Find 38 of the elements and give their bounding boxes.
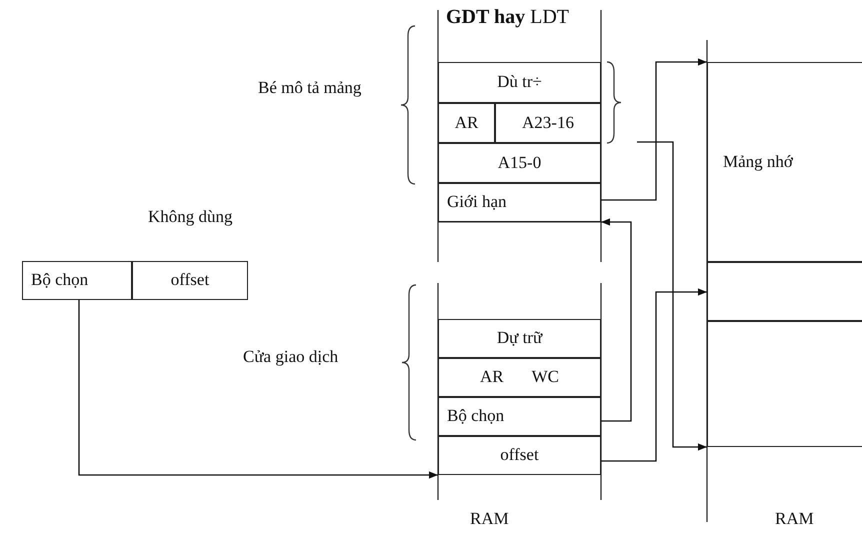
memory-band [707, 321, 862, 447]
memory-band [707, 262, 862, 321]
field-label: AR [480, 368, 504, 387]
field-label: WC [532, 368, 559, 387]
field-label: offset [170, 271, 210, 290]
arrow [78, 300, 438, 479]
arrow [637, 141, 707, 451]
field-label: AR [454, 114, 478, 132]
arrow [601, 58, 707, 201]
table-row [495, 103, 601, 143]
table-row [438, 103, 495, 143]
table-row [438, 358, 601, 397]
group-label: Không dùng [148, 207, 233, 228]
table-row [132, 261, 248, 300]
group-label: Cửa giao dịch [243, 347, 338, 368]
column-heading: GDT hay LDT [446, 6, 569, 29]
table-row [438, 62, 601, 103]
memory-segment [707, 62, 862, 262]
field-label: Dự trữ [496, 329, 542, 348]
field-label: Bộ chọn [447, 407, 504, 426]
field-label: Giới hạn [447, 193, 507, 212]
field-label: A15-0 [498, 154, 542, 172]
table-row [438, 319, 601, 358]
table-row [438, 436, 601, 475]
field-label: Dù tr÷ [497, 73, 542, 92]
arrow [601, 288, 707, 462]
table-row [438, 397, 601, 436]
memory-label: RAM [470, 509, 509, 530]
memory-label: RAM [775, 509, 814, 530]
field-label: Mảng nhớ [723, 153, 793, 172]
table-row [438, 143, 601, 183]
field-label: A23-16 [522, 114, 574, 132]
group-label: Bé mô tả mảng [258, 78, 362, 98]
field-label: Bộ chọn [31, 271, 88, 290]
field-label: offset [500, 446, 539, 465]
table-row [22, 261, 132, 300]
table-row [438, 183, 601, 222]
arrow [601, 218, 632, 422]
